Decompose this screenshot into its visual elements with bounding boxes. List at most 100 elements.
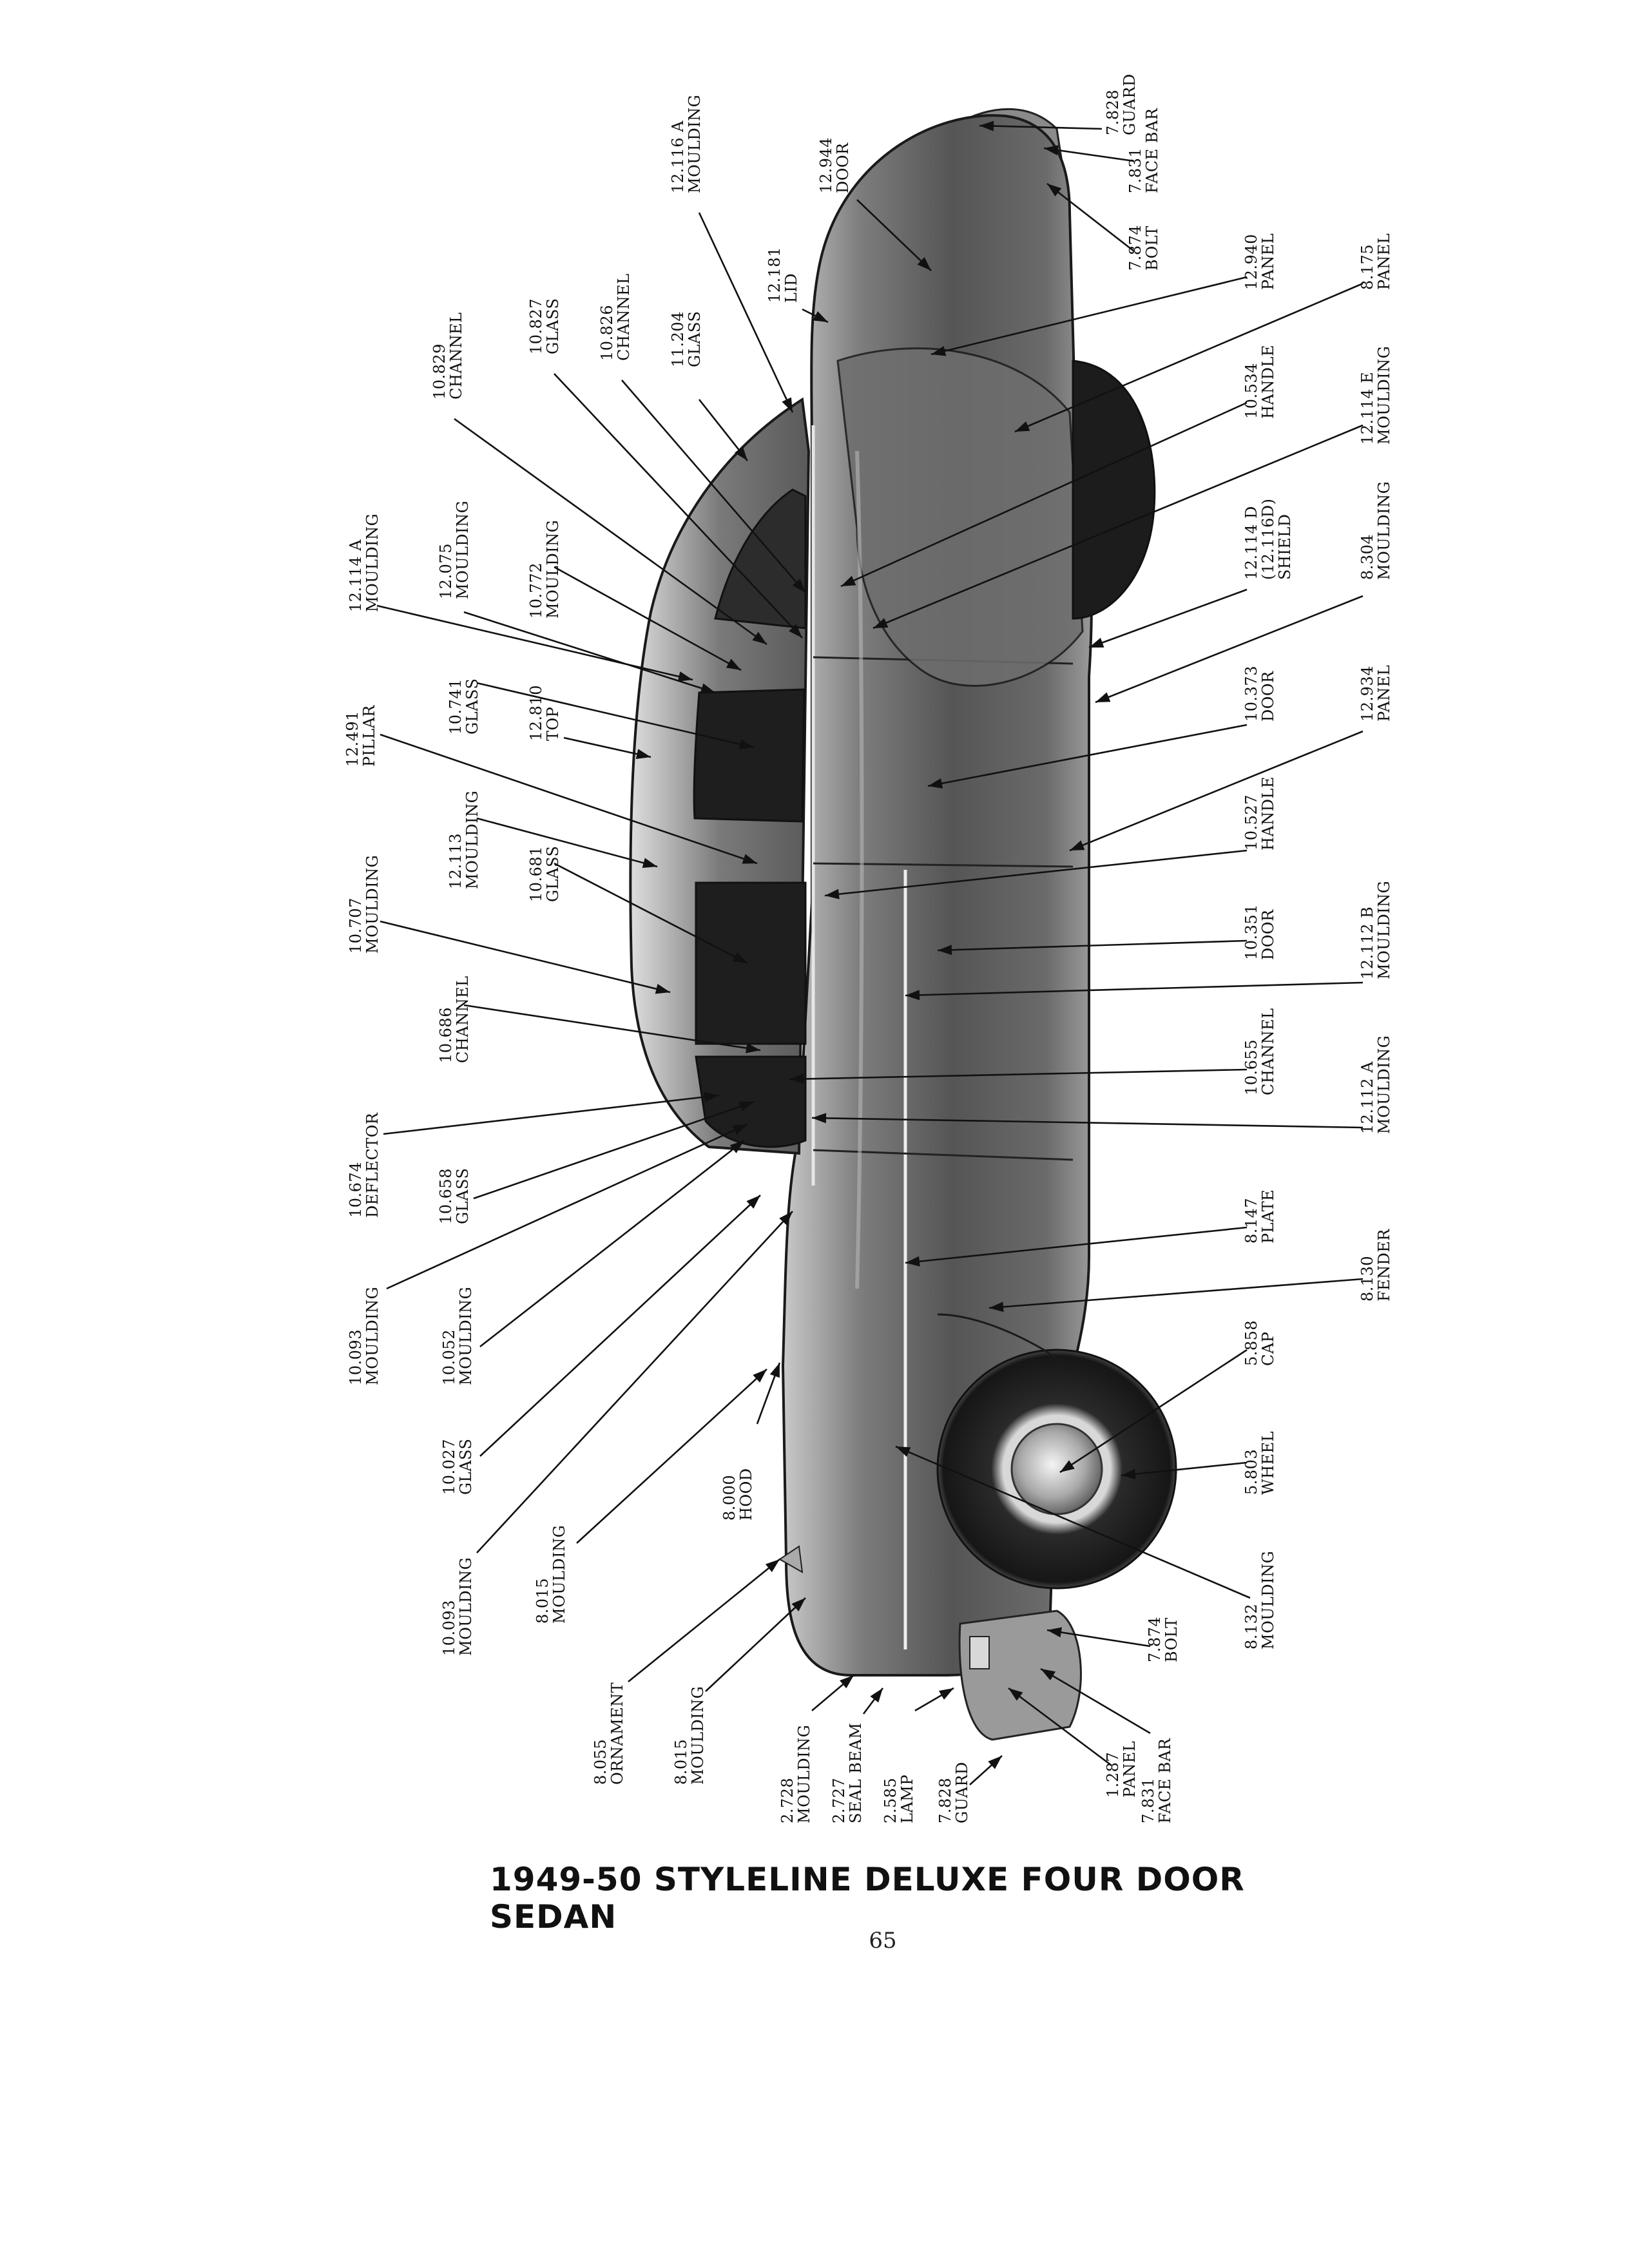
callout-label-c50: 2.728MOULDING [778,1725,813,1823]
callout-label-c40: 5.858CAP [1242,1320,1277,1366]
leader-line-c45 [576,1369,767,1544]
part-name: PLATE [1259,1189,1277,1244]
callout-label-c02: 12.944DOOR [817,137,852,193]
callout-label-c15: 12.114 AMOULDING [347,514,381,612]
part-number: 12.181 [766,247,784,303]
part-name: MOULDING [1375,1035,1393,1134]
leader-line-c40 [1059,1349,1248,1474]
arrowhead-c45 [753,1369,767,1383]
part-name: GLASS [544,298,562,354]
callout-label-c16: 12.075MOULDING [437,501,472,599]
leader-line-c25 [476,817,658,868]
callout-label-c24: 12.934PANEL [1358,665,1393,722]
callout-label-c47: 7.874BOLT [1146,1617,1181,1662]
part-number: 2.727 [830,1778,848,1823]
arrowhead-c53 [988,1756,1002,1769]
part-number: 12.114 D [1242,506,1260,580]
callout-label-c46: 8.132MOULDING [1242,1551,1277,1649]
callout-label-c27: 10.527HANDLE [1242,776,1277,850]
callout-label-c28: 10.707MOULDING [347,855,381,954]
part-number: 8.132 [1242,1604,1260,1649]
arrowhead-c17 [726,658,741,670]
part-name: (12.116D) [1259,499,1277,580]
part-number: 10.707 [347,898,365,954]
part-number: 10.534 [1242,363,1260,419]
hub-cap [1010,1423,1103,1515]
callout-label-c11: 10.827GLASS [527,298,562,354]
arrowhead-c51 [870,1688,883,1703]
leader-line-c38 [988,1278,1364,1309]
part-name: FACE BAR [1143,108,1161,193]
arrowhead-c32 [704,1091,718,1102]
part-number: 10.527 [1242,794,1260,850]
leader-line-c10 [621,380,806,593]
part-number: 8.000 [720,1475,738,1521]
arrowhead-c50 [840,1675,854,1689]
leader-line-c26 [554,862,748,965]
leader-lines [376,120,1364,1785]
arrowhead-c16 [700,683,715,693]
callout-label-c29: 10.351DOOR [1242,904,1277,960]
arrowhead-c28 [655,984,670,994]
arrowhead-c35 [738,1101,754,1111]
part-name: LID [782,273,800,303]
part-name: BOLT [1143,226,1161,271]
part-name: DOOR [834,142,852,193]
front-fender [937,1313,1077,1374]
arrowhead-c24 [1070,840,1085,850]
leader-line-c35 [473,1100,755,1200]
callout-label-c08: 8.175PANEL [1358,233,1393,290]
part-number: 11.204 [669,311,687,367]
part-number: 12.940 [1242,234,1260,290]
callout-label-c43: 5.803WHEEL [1242,1431,1277,1495]
part-number: 8.130 [1358,1256,1376,1302]
arrowhead-c48 [765,1559,780,1573]
part-number: 12.075 [437,543,455,599]
leader-line-c39 [479,1139,745,1348]
part-name: GLASS [544,846,562,902]
arrowhead-c19 [1095,692,1111,702]
part-number: 10.829 [430,343,448,399]
arrowhead-c14 [873,618,889,628]
part-name: GLASS [457,1439,475,1495]
callout-label-c52: 2.585LAMP [882,1774,916,1823]
callout-label-c21: 10.741GLASS [447,678,481,735]
part-name: MOULDING [457,1287,475,1385]
leader-line-c31 [463,1004,761,1052]
callout-label-c18: 12.114 D(12.116D)SHIELD [1242,499,1294,580]
part-name: SHIELD [1276,514,1294,580]
callout-label-c05: 7.831FACE BAR [1126,108,1161,193]
part-name: GLASS [463,678,481,735]
arrowhead-c33 [789,1073,804,1084]
leader-line-c34 [811,1117,1364,1129]
rear-fender [836,347,1084,687]
arrowhead-c10 [792,579,805,593]
part-number: 12.113 [447,833,465,889]
part-number: 8.175 [1358,244,1376,290]
part-number: 10.658 [437,1168,455,1224]
part-number: 10.093 [440,1600,458,1656]
callout-label-c42: 8.000HOOD [720,1468,755,1521]
part-number: 7.874 [1126,225,1144,271]
part-number: 8.147 [1242,1198,1260,1244]
part-name: MOULDING [457,1557,475,1656]
rear-wheel [1072,360,1156,620]
part-number: 12.491 [343,711,361,767]
leader-line-c29 [937,939,1248,952]
leader-line-c37 [386,1123,748,1290]
part-name: MOULDING [363,514,381,612]
part-number: 5.803 [1242,1449,1260,1495]
callout-label-c07: 12.940PANEL [1242,233,1277,290]
arrowhead-c12 [752,631,767,644]
leader-line-c05 [1043,147,1135,162]
callout-label-c06: 7.874BOLT [1126,225,1161,271]
part-number: 7.828 [1104,90,1122,135]
callout-label-c48: 8.055ORNAMENT [592,1682,626,1785]
leader-line-c14 [872,424,1364,629]
callout-label-c45: 8.015MOULDING [534,1525,568,1624]
part-number: 10.655 [1242,1039,1260,1095]
arrowhead-c05 [1044,145,1059,156]
leader-line-c49 [705,1597,806,1692]
callout-label-c20: 12.491PILLAR [343,705,378,767]
